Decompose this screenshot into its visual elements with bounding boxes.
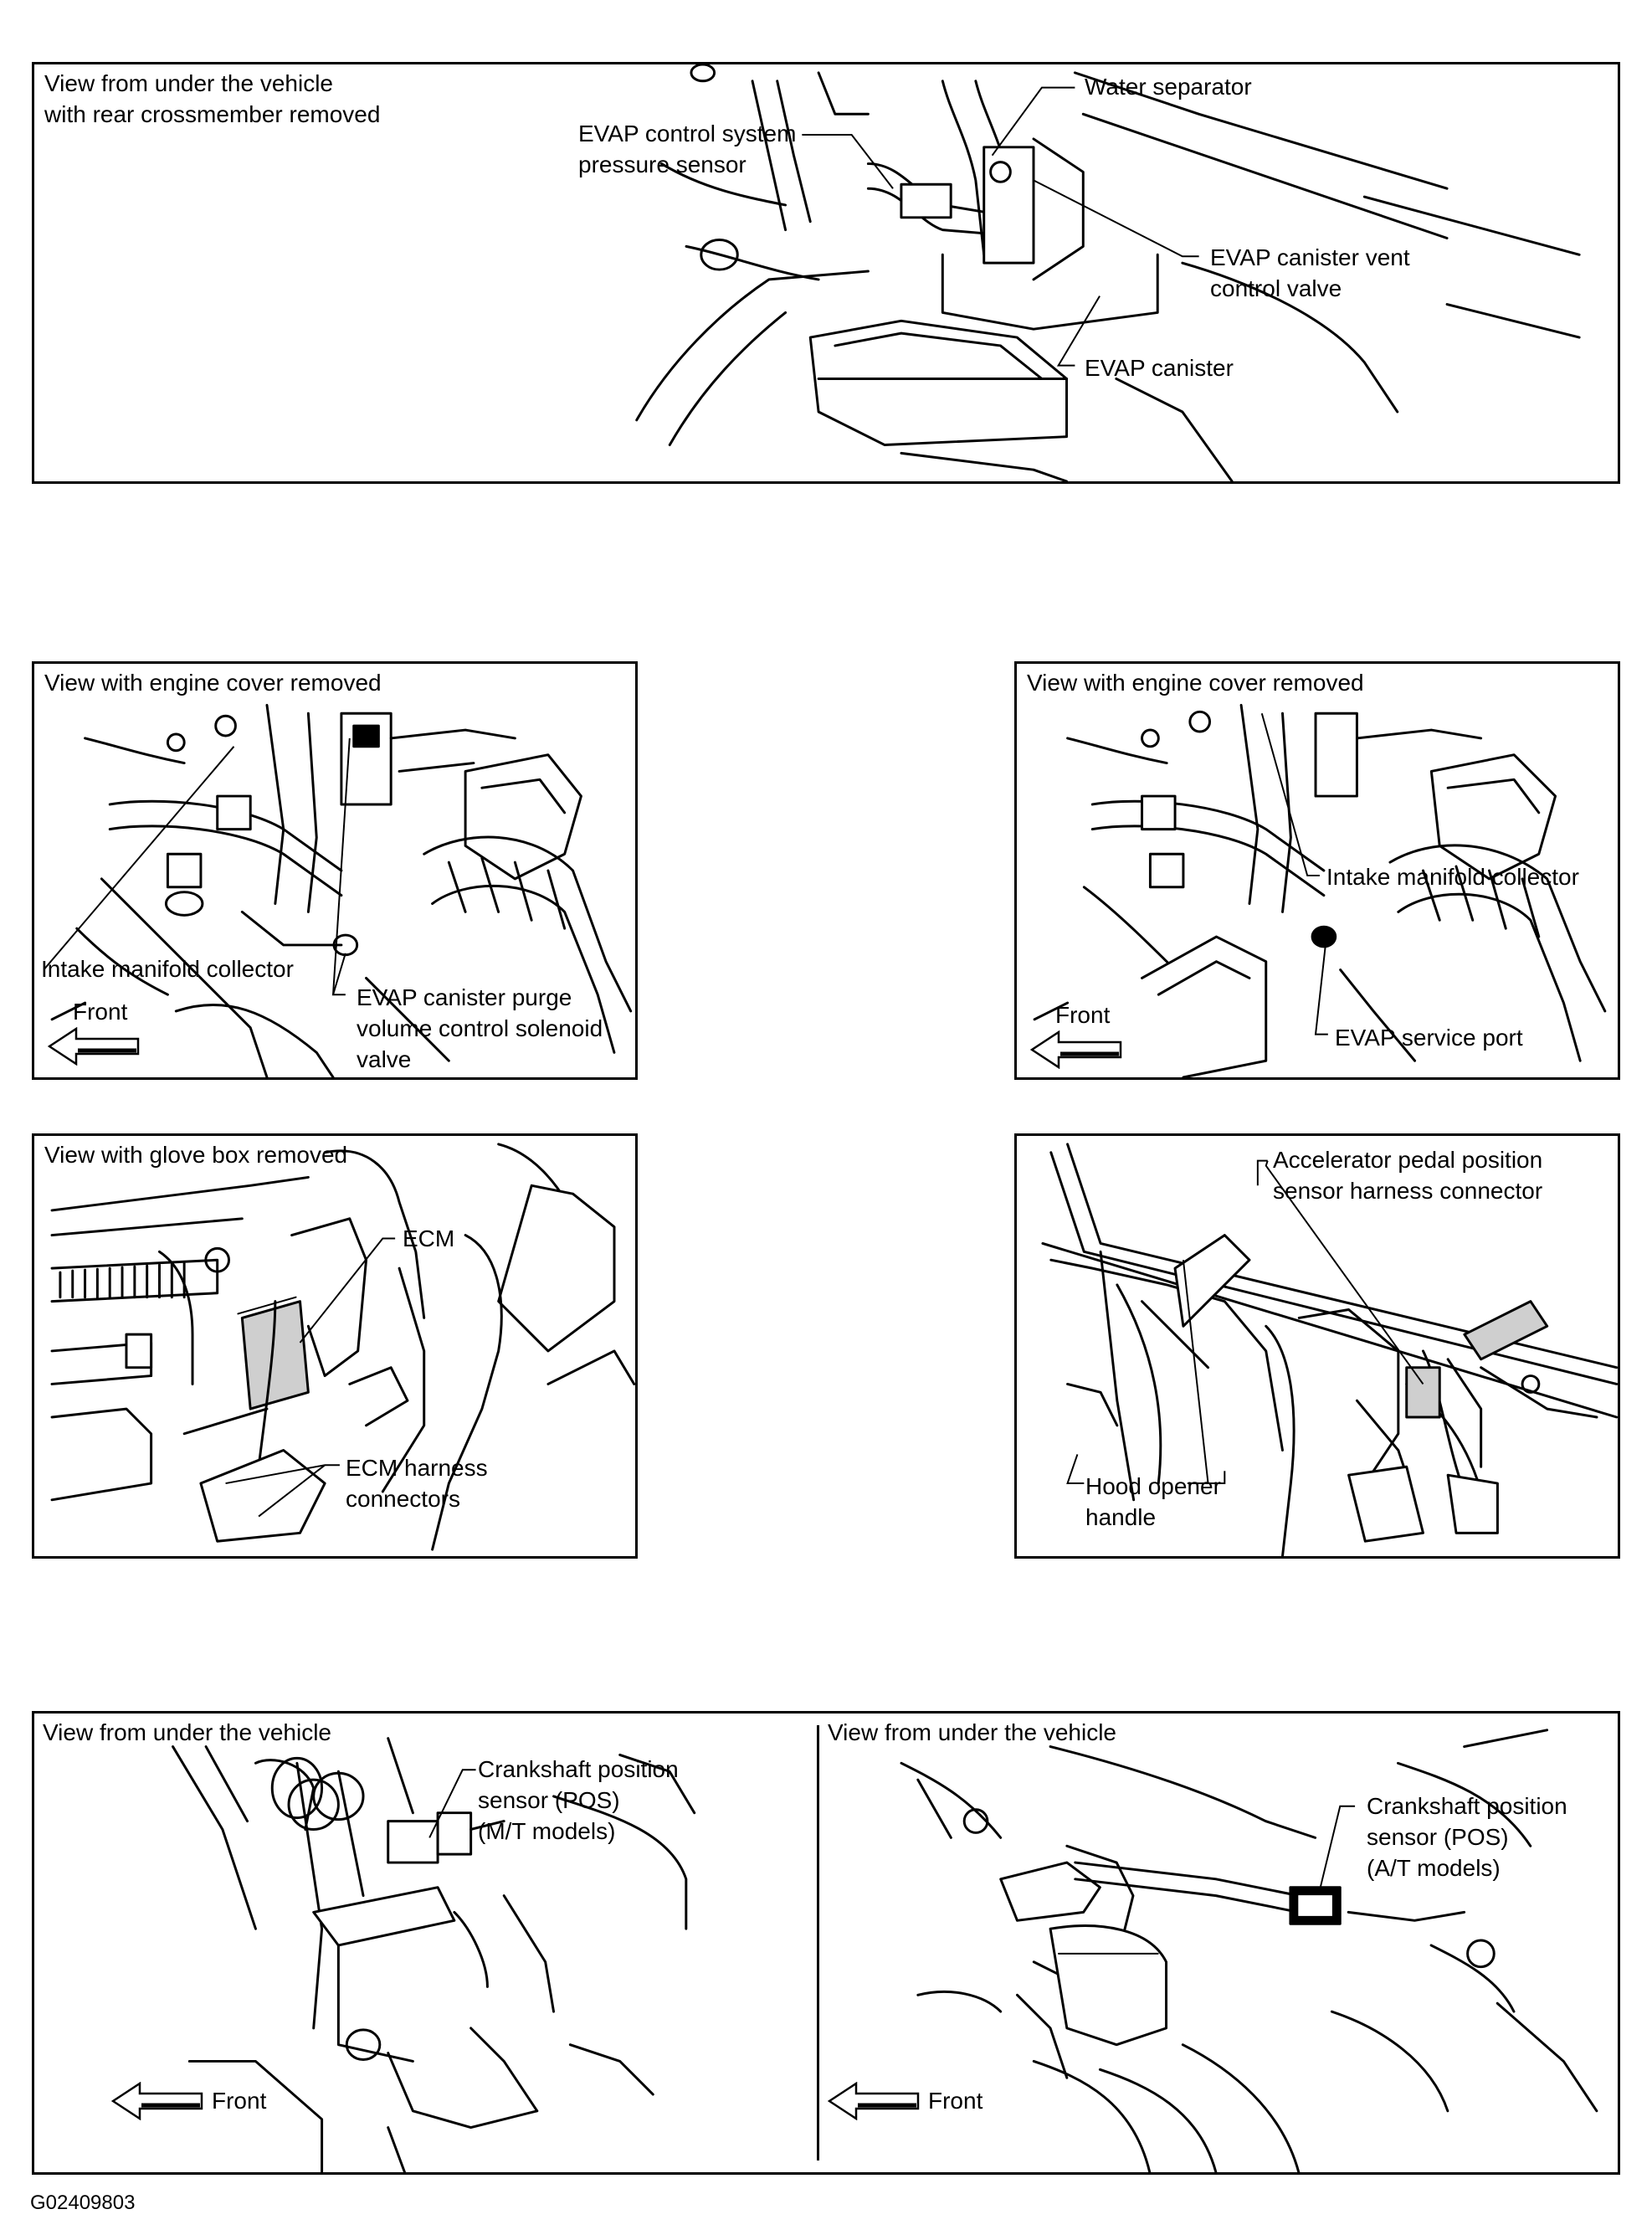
label-ecm: ECM — [403, 1225, 455, 1251]
front-label: Front — [73, 999, 128, 1025]
label-purge-solenoid-valve: EVAP canister purge volume control solen… — [357, 984, 603, 1072]
panel-title: View from under the vehicle with rear cr… — [44, 70, 381, 127]
front-label: Front — [1055, 1002, 1111, 1028]
panel-title: View with engine cover removed — [44, 670, 382, 696]
panel-ecm: View with glove box removed ECM ECM harn… — [32, 1133, 638, 1559]
glove-box-ecm-illustration — [50, 1143, 635, 1551]
panel-title: View with engine cover removed — [1027, 670, 1364, 696]
evap-canister-illustration — [635, 64, 1581, 481]
label-ecm-harness-connectors: ECM harness connectors — [346, 1455, 488, 1512]
figure-code: G02409803 — [30, 2191, 136, 2214]
panel-divider — [817, 1725, 819, 2160]
panel-title-right: View from under the vehicle — [828, 1719, 1116, 1745]
panel-title-left: View from under the vehicle — [43, 1719, 331, 1745]
front-label: Front — [212, 2088, 267, 2114]
panel-accelerator-pedal: Accelerator pedal position sensor harnes… — [1014, 1133, 1620, 1559]
front-indicator: Front — [1030, 1002, 1122, 1069]
front-arrow-icon — [1030, 1030, 1122, 1069]
label-accelerator-pedal-connector: Accelerator pedal position sensor harnes… — [1273, 1147, 1543, 1204]
front-indicator: Front — [48, 999, 140, 1066]
crankshaft-illustration-mt — [172, 1737, 696, 2172]
label-evap-service-port: EVAP service port — [1335, 1025, 1523, 1051]
panel-purge-valve: View with engine cover removed Intake ma… — [32, 661, 638, 1080]
panel-service-port: View with engine cover removed Intake ma… — [1014, 661, 1620, 1080]
front-arrow-icon — [48, 1027, 140, 1066]
front-indicator-left: Front — [111, 2082, 266, 2120]
label-pressure-sensor: EVAP control system pressure sensor — [578, 121, 797, 177]
front-label: Front — [928, 2088, 983, 2114]
front-indicator-right: Front — [828, 2082, 982, 2120]
label-evap-canister: EVAP canister — [1085, 355, 1234, 381]
front-arrow-icon — [828, 2082, 920, 2120]
label-ckp-sensor-mt: Crankshaft position sensor (POS) (M/T mo… — [478, 1756, 679, 1844]
label-intake-manifold-collector: Intake manifold collector — [41, 956, 294, 982]
panel-evap-under-vehicle: View from under the vehicle with rear cr… — [32, 62, 1620, 484]
front-arrow-icon — [111, 2082, 203, 2120]
engine-intake-illustration-service — [1033, 703, 1607, 1077]
label-canister-vent-valve: EVAP canister vent control valve — [1210, 244, 1410, 301]
label-water-separator: Water separator — [1085, 74, 1252, 100]
panel-title: View with glove box removed — [44, 1142, 348, 1168]
label-intake-manifold-collector: Intake manifold collector — [1326, 864, 1579, 890]
label-hood-opener-handle: Hood opener handle — [1085, 1473, 1221, 1530]
crankshaft-illustration-at — [900, 1729, 1598, 2172]
label-ckp-sensor-at: Crankshaft position sensor (POS) (A/T mo… — [1367, 1793, 1567, 1881]
panel-crankshaft-sensors: View from under the vehicle Crankshaft p… — [32, 1711, 1620, 2175]
